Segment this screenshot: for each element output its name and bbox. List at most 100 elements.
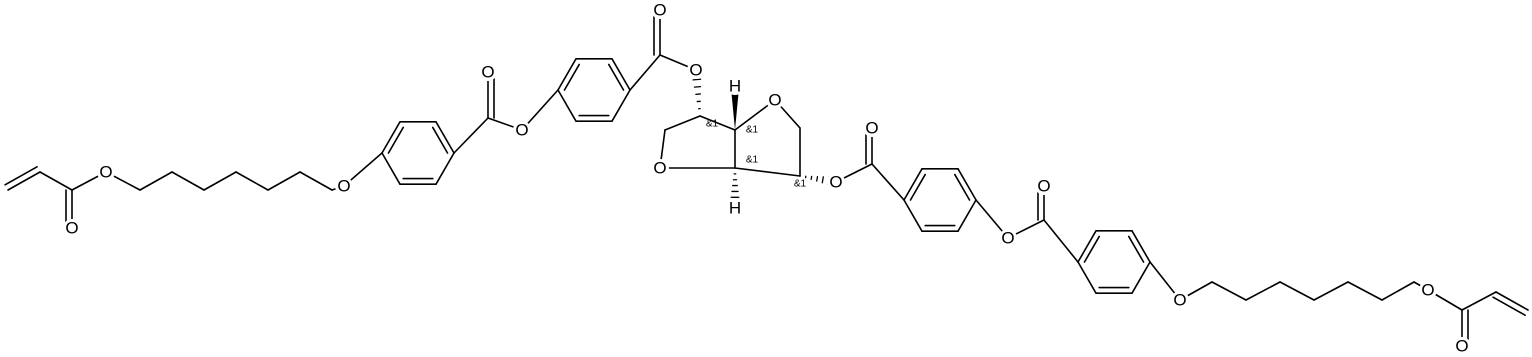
oxygen-atom-acrylate-left-carbonyl: O [65,219,78,238]
oxygen-atom-ester4-carbonyl: O [1037,177,1050,196]
hydrogen-atom-bottom-bg [726,199,744,217]
bond-28 [611,89,631,122]
bond-14 [435,152,455,185]
bond-81 [1245,281,1281,301]
bond-56 [903,199,923,232]
bond-59 [957,168,977,201]
oxygen-atom-ester2-link: O [689,61,702,80]
oxygen-atom-ester1-carbonyl-bg [479,63,497,81]
stereo-bonds-layer [691,71,836,204]
bond-38 [629,54,661,91]
stereo-bond-c6-stroke-3 [816,175,819,182]
bond-50 [734,167,801,177]
oxygen-atom-ether-left: O [337,177,350,196]
bond-35 [563,63,581,91]
oxygen-atom-ester3-link-bg [827,173,845,191]
oxygen-atom-ring-lower: O [653,159,666,178]
bond-91 [1495,291,1529,311]
oxygen-atom-ester4-link-bg [999,229,1017,247]
bond-7 [139,171,173,191]
stereo-label-c3: &1 [706,119,719,130]
oxygen-atom-ester3-carbonyl: O [865,119,878,138]
hydrogen-atom-top: H [729,77,741,96]
oxygen-atom-ester2-link-bg [687,61,705,79]
bond-71 [1077,230,1097,263]
stereo-label-c3a: &1 [746,125,759,136]
oxygen-atom-ester1-link-bg [513,121,531,139]
oxygen-atom-ring-lower-bg [651,159,669,177]
stereo-bond-c3-stroke-5 [692,78,702,81]
bond-57 [903,168,923,201]
oxygen-atom-ester2-carbonyl: O [653,1,666,20]
oxygen-atom-ester4-carbonyl-bg [1035,177,1053,195]
bond-44 [664,115,701,131]
bond-73 [1131,230,1151,263]
oxygen-atom-ether-right-bg [1171,291,1189,309]
bond-76 [1127,235,1145,263]
bond-1 [4,165,38,186]
oxygen-atom-ester3-link: O [829,173,842,192]
stereo-labels-layer: &1&1&1&1 [706,119,807,190]
oxygen-atom-ether-right: O [1173,291,1186,310]
bond-8 [171,171,205,191]
oxygen-atom-ether-left-bg [335,177,353,195]
bond-16 [381,152,401,185]
bond-17 [381,121,401,154]
bond-9 [203,171,237,191]
stereo-label-c6: &1 [794,179,807,190]
oxygen-atom-acrylate-right-ester: O [1421,281,1434,300]
oxygen-atom-acrylate-right-ester-bg [1419,281,1437,299]
bond-80 [1211,281,1247,301]
stereo-label-c6a: &1 [746,155,759,166]
bond-22 [431,126,449,154]
oxygen-atom-acrylate-left-ester: O [99,163,112,182]
bond-68 [1131,261,1151,294]
oxygen-atom-ring-upper: O [768,91,781,110]
bond-77 [1043,219,1079,263]
oxygen-atom-acrylate-left-ester-bg [97,163,115,181]
bond-12 [299,171,333,191]
stereo-bond-c3-stroke-4 [693,85,702,88]
bond-84 [1347,281,1383,301]
oxygen-atom-acrylate-right-carbonyl: O [1455,337,1468,356]
bond-31 [557,58,577,91]
bond-70 [1077,261,1097,294]
bond-30 [557,89,577,122]
hydrogen-atom-bottom: H [729,199,741,218]
stereo-bond-c6-stroke-4 [821,176,824,184]
oxygen-atom-ester3-carbonyl-bg [863,119,881,137]
bond-36 [607,63,625,91]
bond-42 [699,115,736,131]
oxygen-atom-acrylate-right-carbonyl-bg [1453,337,1471,355]
stereo-bond-c3 [691,71,702,110]
bond-21 [387,126,405,154]
bond-19 [435,121,455,154]
bond-75 [1083,235,1101,263]
atom-labels-layer: O O O O O O O O O H H O O O O O O O [63,1,1471,356]
bond-54 [957,199,977,232]
oxygen-atom-ester1-link: O [515,121,528,140]
oxygen-atom-ring-upper-bg [766,91,784,109]
bond-2 [39,171,73,191]
bond-0 [7,171,41,191]
bond-61 [909,173,927,201]
wedge-h-top [731,88,739,130]
bond-62 [953,173,971,201]
bond-90 [1461,291,1497,311]
bond-92 [1492,296,1526,317]
hydrogen-atom-top-bg [726,77,744,95]
oxygen-atom-ester2-carbonyl-bg [651,1,669,19]
bonds-layer [4,9,1529,347]
bond-10 [235,171,269,191]
oxygen-atom-acrylate-left-carbonyl-bg [63,219,81,237]
bond-83 [1313,281,1349,301]
bond-63 [871,163,905,201]
oxygen-atom-ester4-link: O [1001,229,1014,248]
bond-82 [1279,281,1315,301]
bond-11 [267,171,301,191]
bond-24 [453,117,489,154]
bond-33 [611,58,631,91]
bond-85 [1381,281,1415,301]
oxygen-atom-ester1-carbonyl: O [481,63,494,82]
